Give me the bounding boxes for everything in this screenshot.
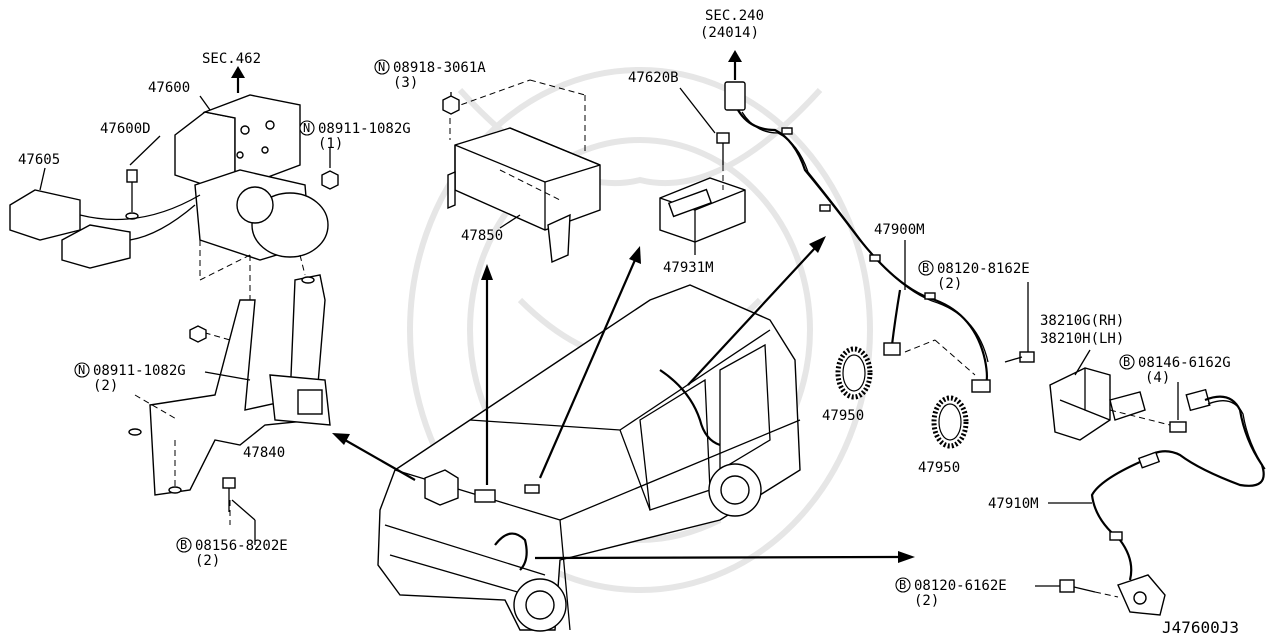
bolt-47600d	[125, 169, 139, 220]
label-47600d[interactable]: 47600D	[100, 121, 151, 137]
label-08146-qty: (4)	[1145, 370, 1170, 386]
b-prefix-icon	[1119, 354, 1135, 370]
bolt-47620b	[716, 132, 730, 190]
harness-guides	[904, 339, 976, 376]
label-08146-6162g[interactable]: 08146-6162G	[1138, 355, 1231, 371]
label-08918-qty: (3)	[393, 75, 418, 91]
label-08911-top-qty: (1)	[318, 136, 343, 152]
n-prefix-icon	[74, 362, 90, 378]
callout-arrows	[332, 236, 915, 563]
sensor-rotor-47950-b[interactable]	[931, 395, 969, 449]
prefix-b: B	[180, 538, 187, 552]
label-08918-3061a[interactable]: 08918-3061A	[393, 60, 486, 76]
label-47840[interactable]: 47840	[243, 445, 285, 461]
prefix-n: N	[378, 60, 385, 74]
label-08120-6162e-qty: (2)	[914, 593, 939, 609]
b-prefix-icon	[918, 260, 934, 276]
label-sec-240[interactable]: SEC.240	[705, 8, 764, 24]
label-47850[interactable]: 47850	[461, 228, 503, 244]
label-08911-1082g-left[interactable]: 08911-1082G	[93, 363, 186, 379]
nut-08918	[442, 95, 460, 115]
bolt-08156	[222, 477, 236, 512]
harness-47910m[interactable]	[1090, 388, 1266, 616]
label-08156-8202e[interactable]: 08156-8202E	[195, 538, 288, 554]
prefix-n: N	[303, 121, 310, 135]
sensor-rotor-47950-a[interactable]	[835, 346, 873, 400]
prefix-b: B	[1123, 355, 1130, 369]
label-47931m[interactable]: 47931M	[663, 260, 714, 276]
label-sec-240-ref: (24014)	[700, 25, 759, 41]
bolt-08146-6162g	[1109, 409, 1187, 433]
label-38210g[interactable]: 38210G(RH)	[1040, 313, 1124, 329]
bolt-08911-left	[189, 325, 207, 343]
label-08120-8162e[interactable]: 08120-8162E	[937, 261, 1030, 277]
b-prefix-icon	[895, 577, 911, 593]
harness-47900m[interactable]	[724, 81, 991, 393]
bolt-08120-6162e	[1059, 579, 1119, 598]
label-08120-6162e[interactable]: 08120-6162E	[914, 578, 1007, 594]
n-prefix-icon	[299, 120, 315, 136]
label-47605[interactable]: 47605	[18, 152, 60, 168]
prefix-n: N	[78, 363, 85, 377]
label-47600[interactable]: 47600	[148, 80, 190, 96]
label-08911-1082g-top[interactable]: 08911-1082G	[318, 121, 411, 137]
vehicle-outline	[377, 284, 801, 632]
label-47620b[interactable]: 47620B	[628, 70, 679, 86]
sec-240-arrow	[728, 50, 742, 80]
part-labels: SEC.462 SEC.240 (24014) 47600 47600D 476…	[18, 8, 1239, 637]
prefix-b: B	[899, 578, 906, 592]
label-38210h[interactable]: 38210H(LH)	[1040, 331, 1124, 347]
label-08120-8162e-qty: (2)	[937, 276, 962, 292]
n-prefix-icon	[374, 59, 390, 75]
label-08156-qty: (2)	[195, 553, 220, 569]
bracket-47840[interactable]	[128, 274, 331, 496]
bracket-guides	[134, 240, 306, 525]
abs-actuator-unit[interactable]	[174, 94, 329, 261]
bolt-08120-8162e	[1004, 282, 1035, 363]
sensor-47931m[interactable]	[659, 177, 746, 243]
label-47950-b[interactable]: 47950	[918, 460, 960, 476]
label-sec-462[interactable]: SEC.462	[202, 51, 261, 67]
label-47910m[interactable]: 47910M	[988, 496, 1039, 512]
nut-08911-top	[321, 170, 339, 190]
prefix-b: B	[922, 261, 929, 275]
connector-47605[interactable]	[9, 189, 201, 269]
b-prefix-icon	[176, 537, 192, 553]
control-unit-47850[interactable]	[447, 127, 601, 264]
bracket-38210[interactable]	[1049, 367, 1146, 441]
diagram-id: J47600J3	[1162, 618, 1239, 637]
label-47900m[interactable]: 47900M	[874, 222, 925, 238]
leader-lines	[39, 87, 1179, 587]
label-08911-left-qty: (2)	[93, 378, 118, 394]
sec-462-arrow	[231, 66, 245, 93]
label-47950-a[interactable]: 47950	[822, 408, 864, 424]
